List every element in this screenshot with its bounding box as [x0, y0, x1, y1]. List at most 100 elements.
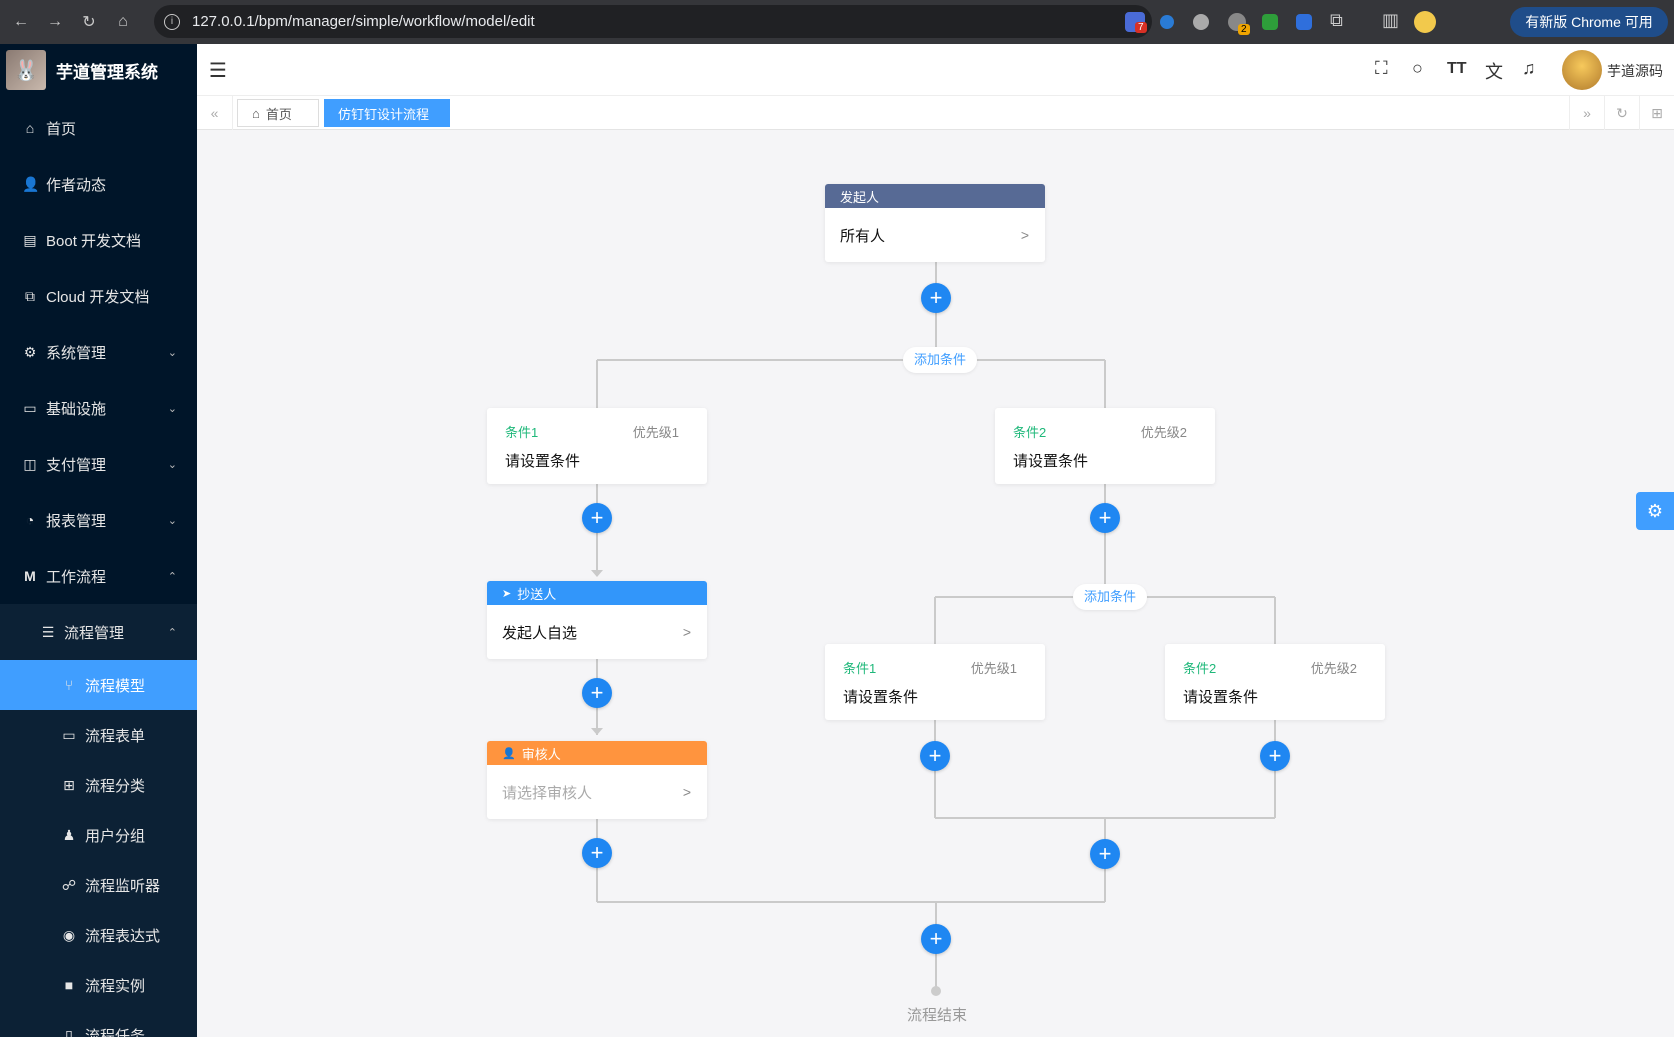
grid-icon[interactable]: ⊞: [1639, 96, 1674, 130]
chevron-up-icon: ⌃: [167, 626, 177, 639]
node-title-text: 抄送人: [517, 586, 557, 602]
condition-body: 请设置条件: [1013, 453, 1089, 470]
approver-node[interactable]: 👤 审核人 请选择审核人 >: [487, 741, 707, 819]
node-body: 请选择审核人 >: [487, 765, 707, 819]
sidebar-item-process-form[interactable]: ▭ 流程表单: [0, 710, 197, 760]
back-icon[interactable]: ←: [13, 13, 29, 30]
condition-node[interactable]: 条件1 优先级1 请设置条件: [825, 644, 1045, 720]
tab-home[interactable]: ⌂ 首页: [237, 99, 319, 127]
side-panel-icon[interactable]: ▥: [1382, 10, 1400, 30]
list-icon: ☰: [41, 623, 55, 640]
condition-body: 请设置条件: [1183, 689, 1259, 706]
avatar[interactable]: [1562, 50, 1602, 90]
extension-badge: 2: [1238, 24, 1250, 35]
sidebar-item-process-manage[interactable]: ☰ 流程管理 ⌃: [0, 604, 197, 660]
reload-icon[interactable]: ↻: [82, 14, 96, 31]
add-node-button[interactable]: +: [582, 503, 612, 533]
initiator-node[interactable]: 发起人 所有人 >: [825, 184, 1045, 262]
add-node-button[interactable]: +: [582, 838, 612, 868]
bell-icon[interactable]: ♫: [1522, 58, 1536, 78]
top-header: ☰ ⛶ ○ TT 文 ♫ 芋道源码: [197, 44, 1674, 96]
url-text[interactable]: 127.0.0.1/bpm/manager/simple/workflow/mo…: [192, 13, 535, 30]
add-node-button[interactable]: +: [582, 678, 612, 708]
sidebar-item-label: 工作流程: [46, 568, 107, 586]
listener-icon: ☍: [61, 876, 77, 893]
refresh-icon[interactable]: ↻: [1604, 96, 1639, 130]
sidebar-item-report[interactable]: ◔ 报表管理 ⌄: [0, 492, 197, 548]
forward-icon[interactable]: →: [47, 13, 63, 30]
sidebar-item-process-model[interactable]: ⑂ 流程模型: [0, 660, 197, 710]
sidebar-item-label: 基础设施: [46, 400, 107, 418]
sidebar-item-author[interactable]: 👤 作者动态: [0, 156, 197, 212]
chevron-down-icon: ⌄: [167, 514, 177, 527]
instance-icon: ■: [64, 977, 74, 993]
workflow-submenu: ☰ 流程管理 ⌃ ⑂ 流程模型 ▭ 流程表单 ⊞ 流程分类 ♟ 用户分组 ☍: [0, 604, 197, 1037]
sidebar-item-process-instance[interactable]: ■ 流程实例: [0, 960, 197, 1010]
translate-icon[interactable]: 文: [1485, 62, 1503, 82]
node-title: 👤 审核人: [487, 741, 707, 765]
site-info-icon[interactable]: i: [164, 13, 180, 30]
scroll-right-icon[interactable]: »: [1569, 96, 1604, 130]
sidebar-item-workflow[interactable]: M 工作流程 ⌃: [0, 548, 197, 604]
sidebar-item-infra[interactable]: ▭ 基础设施 ⌄: [0, 380, 197, 436]
extension-icon[interactable]: [1193, 14, 1209, 30]
font-size-icon[interactable]: TT: [1447, 60, 1467, 77]
add-node-button[interactable]: +: [921, 924, 951, 954]
tab-label: 仿钉钉设计流程: [338, 106, 430, 122]
add-node-button[interactable]: +: [1260, 741, 1290, 771]
sidebar-item-label: 流程实例: [85, 977, 146, 995]
chevron-right-icon: >: [682, 784, 691, 800]
sidebar-item-process-task[interactable]: ▯ 流程任务: [0, 1010, 197, 1037]
sidebar-item-label: 作者动态: [46, 176, 107, 194]
sidebar-item-boot-docs[interactable]: ▤ Boot 开发文档: [0, 212, 197, 268]
expression-icon: ◉: [62, 926, 76, 943]
puzzle-icon[interactable]: ⧉: [1330, 10, 1343, 30]
sidebar-item-process-category[interactable]: ⊞ 流程分类: [0, 760, 197, 810]
end-node-label: 流程结束: [907, 1007, 968, 1024]
menu-toggle-icon[interactable]: ☰: [209, 60, 227, 82]
search-icon[interactable]: ○: [1412, 58, 1423, 78]
condition-node[interactable]: 条件1 优先级1 请设置条件: [487, 408, 707, 484]
logo: 🐰: [6, 50, 46, 90]
extension-icon[interactable]: [1262, 14, 1278, 30]
address-bar[interactable]: i 127.0.0.1/bpm/manager/simple/workflow/…: [154, 5, 1152, 38]
sidebar-item-home[interactable]: ⌂ 首页: [0, 100, 197, 156]
add-node-button[interactable]: +: [920, 741, 950, 771]
fullscreen-icon[interactable]: ⛶: [1375, 58, 1388, 78]
sidebar-item-system[interactable]: ⚙ 系统管理 ⌄: [0, 324, 197, 380]
add-node-button[interactable]: +: [1090, 839, 1120, 869]
tab-dingtalk-design[interactable]: 仿钉钉设计流程: [324, 99, 450, 127]
sidebar-item-label: Boot 开发文档: [46, 232, 142, 250]
condition-node[interactable]: 条件2 优先级2 请设置条件: [1165, 644, 1385, 720]
sidebar-item-cloud-docs[interactable]: ⧉ Cloud 开发文档: [0, 268, 197, 324]
cc-node[interactable]: ➤ 抄送人 发起人自选 >: [487, 581, 707, 659]
sidebar-item-process-expression[interactable]: ◉ 流程表达式: [0, 910, 197, 960]
extension-icon[interactable]: [1160, 15, 1174, 29]
user-group-icon: ♟: [62, 826, 76, 843]
chevron-right-icon: >: [1020, 227, 1029, 243]
username[interactable]: 芋道源码: [1607, 63, 1663, 79]
tabs-bar: « ⌂ 首页 仿钉钉设计流程 » ↻ ⊞: [197, 96, 1674, 130]
send-icon: ➤: [502, 587, 512, 600]
add-condition-button[interactable]: 添加条件: [1073, 584, 1148, 610]
profile-avatar[interactable]: [1414, 11, 1436, 33]
node-value: 发起人自选: [502, 624, 578, 642]
sidebar-item-label: 流程监听器: [85, 877, 161, 895]
sidebar-item-label: 流程管理: [64, 624, 125, 642]
sidebar-item-user-group[interactable]: ♟ 用户分组: [0, 810, 197, 860]
add-node-button[interactable]: +: [1090, 503, 1120, 533]
brand[interactable]: 🐰 芋道管理系统: [0, 44, 197, 96]
node-value: 所有人: [840, 227, 886, 245]
extension-icon[interactable]: [1296, 14, 1312, 30]
flow-model-icon: ⑂: [64, 677, 74, 693]
sidebar-item-process-listener[interactable]: ☍ 流程监听器: [0, 860, 197, 910]
settings-float-button[interactable]: ⚙: [1636, 492, 1674, 530]
sidebar-item-pay[interactable]: ◫ 支付管理 ⌄: [0, 436, 197, 492]
scroll-left-icon[interactable]: «: [197, 96, 233, 130]
condition-node[interactable]: 条件2 优先级2 请设置条件: [995, 408, 1215, 484]
chrome-update-button[interactable]: 有新版 Chrome 可用: [1510, 7, 1668, 37]
home-icon[interactable]: ⌂: [118, 13, 128, 30]
add-node-button[interactable]: +: [921, 283, 951, 313]
add-condition-button[interactable]: 添加条件: [903, 347, 978, 373]
condition-title: 条件2: [1183, 661, 1217, 676]
